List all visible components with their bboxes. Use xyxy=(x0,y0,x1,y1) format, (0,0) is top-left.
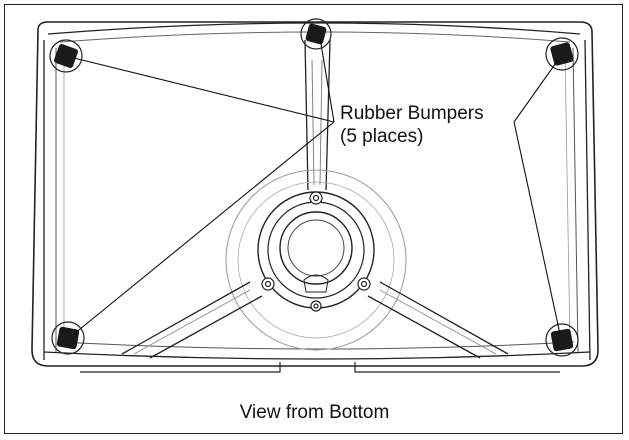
rubber-bumpers xyxy=(54,23,574,352)
lower-right-strut xyxy=(367,281,509,359)
lower-right-strut-inner xyxy=(379,289,497,355)
hub-screws xyxy=(261,191,371,312)
right-wall-inner xyxy=(572,47,579,353)
figure-caption: View from Bottom xyxy=(239,402,390,423)
top-strut xyxy=(304,39,331,191)
bumper-top-center xyxy=(305,23,327,45)
bottom-rim xyxy=(43,351,591,360)
base-outline xyxy=(31,21,599,367)
callout-line-2: (5 places) xyxy=(340,126,424,147)
lower-left-strut xyxy=(121,281,263,359)
outer-ring-2 xyxy=(237,181,395,339)
bumper-pockets xyxy=(49,18,579,357)
hub-latch xyxy=(303,274,329,293)
leader-lines xyxy=(73,37,561,335)
bottom-lip-right xyxy=(354,362,560,373)
right-wall xyxy=(584,39,591,361)
hub-inner xyxy=(279,211,353,285)
bumper-top-left xyxy=(54,44,78,68)
top-rim xyxy=(47,22,581,35)
bumper-bottom-left xyxy=(56,326,80,350)
top-strut-inner xyxy=(311,59,323,186)
bottom-rim-inner xyxy=(59,341,575,350)
bottom-lip xyxy=(80,362,281,373)
lower-left-strut-inner xyxy=(133,289,251,355)
rubber-bumpers-callout: Rubber Bumpers (5 places) xyxy=(340,102,484,148)
hub-outer xyxy=(257,191,375,309)
callout-line-1: Rubber Bumpers xyxy=(340,103,484,124)
right-wall-inner2 xyxy=(564,51,571,347)
bumper-bottom-right xyxy=(550,328,574,352)
figure-frame xyxy=(4,4,623,434)
bumper-top-right xyxy=(550,42,574,66)
outer-ring xyxy=(225,169,407,351)
hub-core xyxy=(287,219,345,277)
